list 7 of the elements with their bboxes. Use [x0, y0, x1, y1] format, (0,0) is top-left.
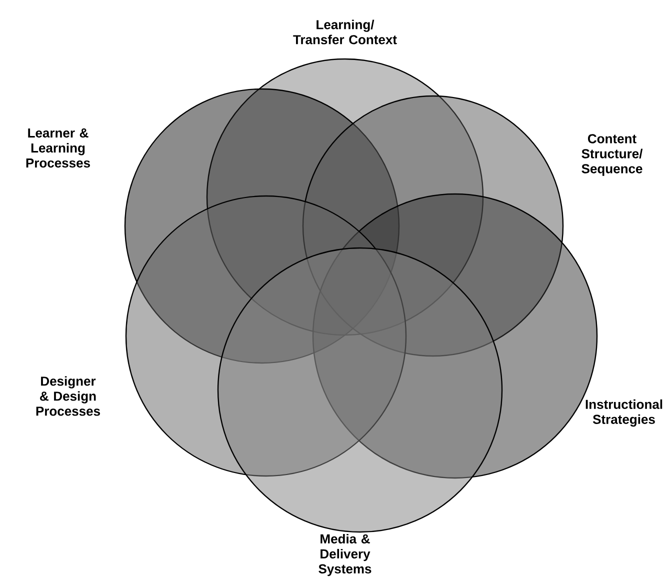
circle-label: Learner & Learning Processes [26, 128, 90, 168]
circle-label: Instructional Strategies [586, 399, 662, 427]
circle-label: Learning/ Transfer Context [293, 20, 397, 44]
circle-label: Content Structure/ Sequence [582, 134, 643, 176]
circle-label: Designer & Design Processes [36, 376, 100, 416]
circle-label: Media & Delivery Systems [318, 534, 372, 576]
circle [217, 247, 503, 533]
